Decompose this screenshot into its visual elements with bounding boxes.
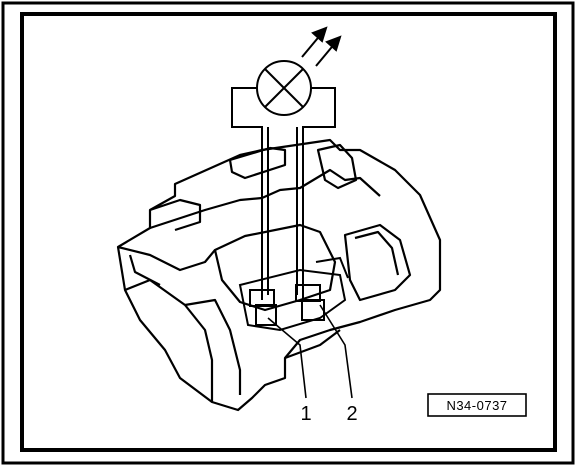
connector-housing [238, 268, 347, 332]
leader-line-1 [267, 317, 307, 399]
reference-box [427, 393, 527, 417]
test-lamp [231, 60, 336, 300]
wire-right [302, 87, 336, 300]
housing-right-panel [343, 223, 412, 302]
callout-2: 2 [346, 403, 357, 425]
wire-left [231, 87, 263, 300]
ray-2-head [325, 35, 342, 52]
housing-bottom-skirt [284, 329, 341, 360]
housing-cavity [213, 223, 337, 312]
leader-line-2 [319, 304, 353, 399]
housing-bracket [117, 245, 216, 272]
housing-right-block [316, 143, 358, 190]
terminal-1-pin [255, 304, 277, 326]
housing-tab-top [228, 146, 287, 180]
terminal-2-body [295, 284, 321, 302]
ray-1-head [311, 26, 328, 43]
housing-front-left [124, 278, 214, 402]
connector [238, 256, 349, 332]
component-housing [116, 138, 442, 412]
housing-front-mid [184, 298, 242, 395]
leader-lines [267, 304, 353, 399]
housing-top-rim [149, 168, 381, 230]
housing-tab-left [149, 198, 202, 232]
inner-frame [20, 12, 557, 452]
housing-bracket-detail [128, 254, 161, 286]
reference-code: N34-0737 [446, 398, 507, 413]
connector-detail [315, 256, 349, 279]
housing-right-panel-detail [354, 230, 400, 276]
light-rays [301, 26, 342, 67]
lamp-cross-b [264, 68, 304, 108]
callout-1: 1 [300, 403, 311, 425]
